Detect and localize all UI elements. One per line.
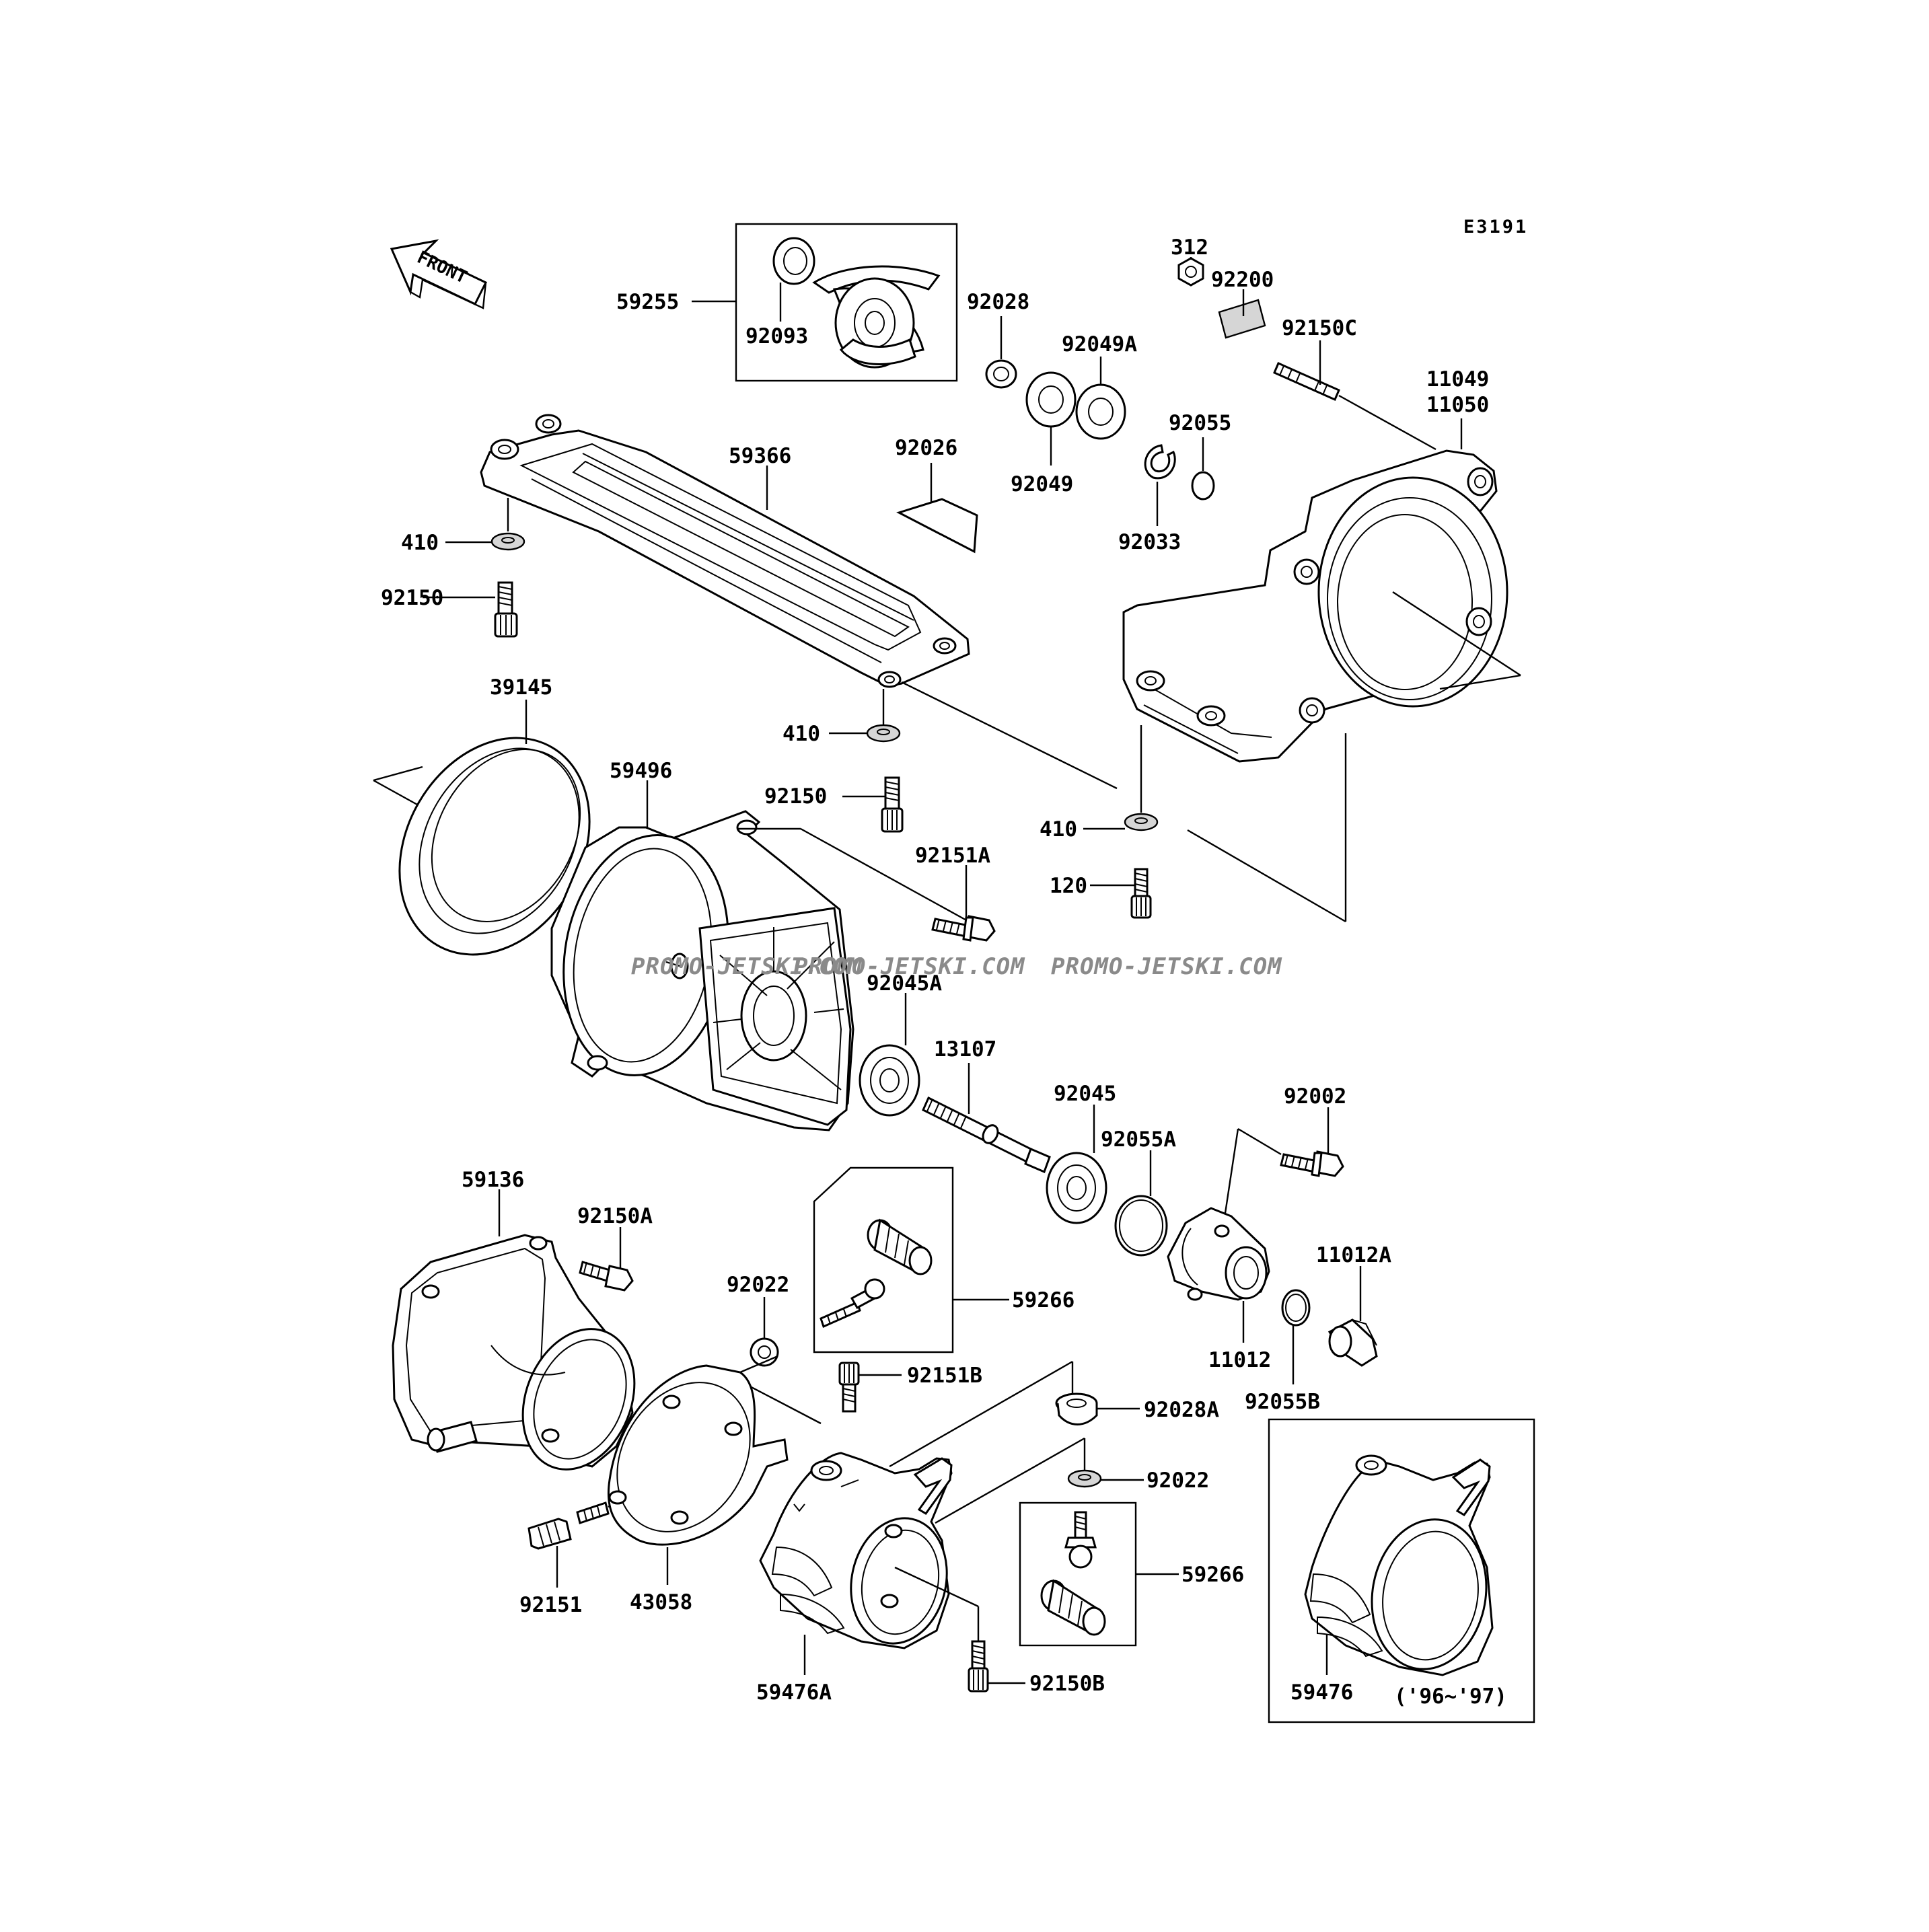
part-59366 — [480, 414, 970, 688]
part-410-b — [866, 724, 901, 743]
part-43058 — [607, 1364, 789, 1546]
part-92151B — [838, 1362, 860, 1413]
label-59266-b: 59266 — [1181, 1563, 1244, 1587]
impeller-group — [735, 223, 958, 382]
label-92045: 92045 — [1054, 1082, 1116, 1106]
part-39145 — [398, 737, 591, 956]
label-92022-a: 92022 — [727, 1273, 789, 1297]
label-43058: 43058 — [630, 1590, 692, 1614]
part-11012A — [1327, 1318, 1378, 1367]
part-410-a — [490, 532, 525, 551]
part-92150C — [1273, 362, 1340, 401]
watermark-2: PROMO-JETSKI.COM — [794, 953, 1025, 980]
part-13107 — [922, 1096, 1051, 1174]
part-92055 — [1191, 471, 1215, 500]
label-120: 120 — [1050, 874, 1087, 898]
label-92150B: 92150B — [1029, 1672, 1105, 1696]
label-410-b: 410 — [782, 722, 820, 746]
label-92151B: 92151B — [907, 1364, 982, 1388]
label-410-c: 410 — [1040, 817, 1077, 842]
label-59476: 59476 — [1290, 1680, 1353, 1705]
label-11012A: 11012A — [1316, 1243, 1391, 1267]
part-120 — [1130, 868, 1152, 919]
part-92151 — [527, 1501, 610, 1550]
part-92033 — [1144, 444, 1176, 480]
part-92026 — [896, 498, 978, 554]
label-92055A: 92055A — [1101, 1127, 1176, 1152]
label-92022-b: 92022 — [1147, 1469, 1209, 1493]
label-92150C: 92150C — [1282, 316, 1357, 340]
part-410-c — [1124, 813, 1159, 831]
label-11049: 11049 — [1426, 367, 1489, 392]
label-312: 312 — [1171, 235, 1208, 260]
label-92150-b: 92150 — [764, 784, 827, 809]
label-92049: 92049 — [1011, 472, 1073, 496]
part-92055A — [1114, 1195, 1168, 1257]
label-92028A: 92028A — [1144, 1398, 1219, 1422]
front-arrow-icon: FRONT — [390, 239, 488, 309]
part-92028A — [1055, 1392, 1098, 1425]
part-92150-a — [494, 581, 518, 638]
part-59496 — [550, 810, 854, 1131]
label-39145: 39145 — [490, 675, 552, 700]
part-92002 — [1280, 1150, 1344, 1177]
watermark-3: PROMO-JETSKI.COM — [1051, 953, 1282, 980]
year-note: ('96~'97) — [1394, 1684, 1507, 1709]
part-59266-a — [813, 1166, 954, 1353]
label-92033: 92033 — [1118, 530, 1181, 554]
part-92028 — [985, 359, 1017, 389]
part-92045 — [1046, 1152, 1107, 1224]
part-92150A — [579, 1261, 634, 1292]
part-59136 — [392, 1234, 636, 1471]
label-59255: 59255 — [616, 290, 679, 314]
watermark-1: PROMO-JETSKI.COM — [631, 953, 863, 980]
label-13107: 13107 — [934, 1037, 996, 1062]
label-59136: 59136 — [462, 1168, 524, 1192]
label-11012: 11012 — [1208, 1348, 1271, 1372]
label-59496: 59496 — [610, 759, 672, 783]
label-92150-a: 92150 — [381, 586, 443, 610]
label-59476A: 59476A — [756, 1680, 832, 1705]
part-92200 — [1218, 299, 1266, 339]
label-92200: 92200 — [1211, 268, 1274, 292]
part-92045A — [859, 1044, 920, 1117]
part-92022-a — [750, 1337, 779, 1367]
label-59266-a: 59266 — [1012, 1288, 1075, 1312]
label-92093: 92093 — [745, 324, 808, 348]
label-92151A: 92151A — [915, 844, 990, 868]
label-92150A: 92150A — [577, 1204, 653, 1228]
part-92055B — [1281, 1289, 1311, 1327]
label-59366: 59366 — [729, 444, 791, 468]
label-92028: 92028 — [967, 290, 1029, 314]
part-11049 — [1122, 449, 1508, 763]
part-92049 — [1025, 371, 1077, 428]
label-92055: 92055 — [1169, 411, 1231, 435]
diagram-code: E3191 — [1463, 217, 1528, 237]
label-92045A: 92045A — [867, 971, 942, 996]
label-92055B: 92055B — [1245, 1390, 1320, 1414]
label-410-a: 410 — [401, 531, 439, 555]
label-11050: 11050 — [1426, 393, 1489, 417]
label-92151: 92151 — [519, 1593, 582, 1617]
part-92022-b — [1067, 1469, 1102, 1488]
part-92049A — [1075, 383, 1126, 440]
part-92150B — [968, 1640, 989, 1693]
label-92026: 92026 — [895, 436, 957, 460]
part-59266-b — [1019, 1501, 1137, 1647]
part-11012 — [1167, 1207, 1270, 1301]
part-59476A — [759, 1452, 953, 1649]
part-92151A — [931, 915, 996, 942]
label-92049A: 92049A — [1062, 332, 1137, 357]
part-59476 — [1268, 1418, 1535, 1723]
part-92150-b — [881, 776, 904, 833]
label-92002: 92002 — [1284, 1084, 1346, 1109]
part-312 — [1177, 257, 1204, 287]
